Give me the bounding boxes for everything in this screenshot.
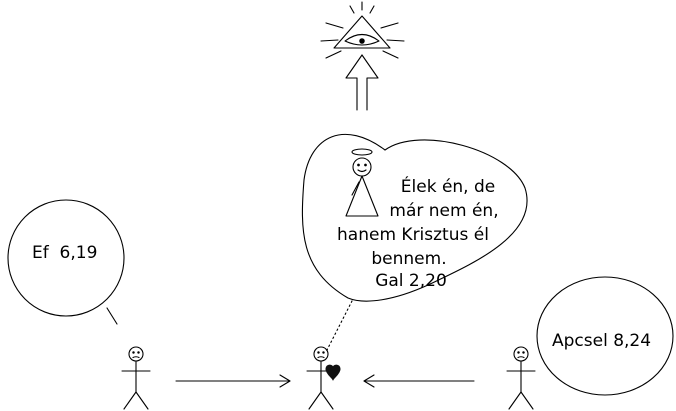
heart-icon [326, 365, 340, 380]
upward-arrow [346, 55, 378, 110]
heart-text-line-4: bennem. [371, 249, 446, 269]
all-seeing-eye-icon [321, 2, 404, 58]
right-arrow [364, 375, 474, 387]
thought-dots [326, 301, 352, 352]
heart-text-line-3: hanem Krisztus él [337, 225, 489, 245]
left-bubble-text: Ef 6,19 [32, 243, 97, 263]
halo-icon [352, 149, 372, 155]
left-arrow [176, 375, 290, 387]
heart-text-line-1: Élek én, de [401, 175, 495, 197]
heart-text-line-2: már nem én, [389, 201, 498, 221]
right-bubble-text: Apcsel 8,24 [552, 331, 651, 351]
right-stick-figure [507, 347, 535, 409]
angel-figure [346, 149, 378, 216]
center-stick-figure [307, 347, 340, 409]
left-stick-figure [122, 347, 150, 409]
heart-text-reference: Gal 2,20 [375, 271, 447, 291]
